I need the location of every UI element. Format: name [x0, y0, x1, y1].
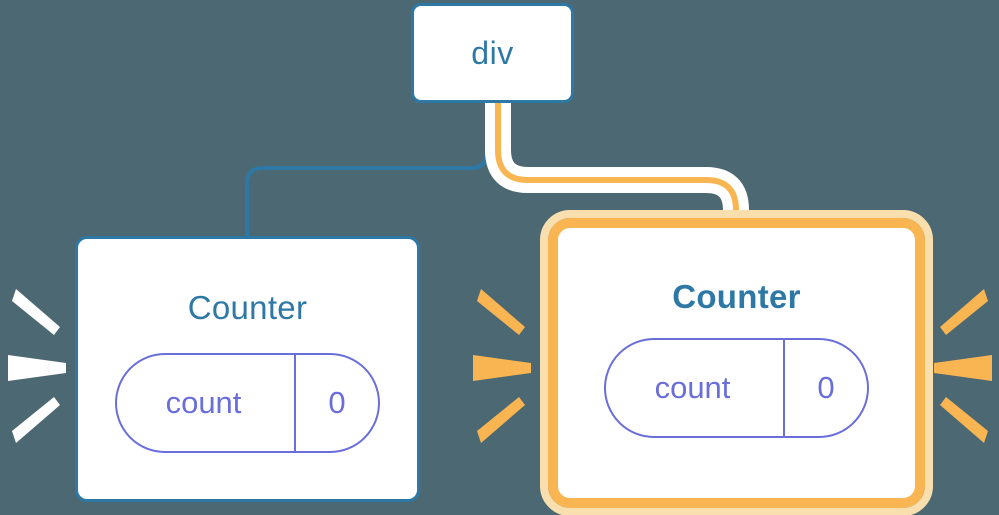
node-div-label: div	[471, 34, 514, 71]
state-key: count	[165, 385, 242, 420]
state-value: 0	[783, 340, 867, 436]
state-value: 0	[294, 355, 378, 451]
edge-div-to-counter-left	[245, 103, 489, 238]
node-counter-left-label: Counter	[187, 289, 308, 326]
state-key: count	[654, 370, 731, 405]
edge-div-to-counter-right-halo	[485, 103, 749, 222]
state-pill-counter-left: count 0	[115, 353, 380, 453]
node-counter-right[interactable]: Counter count 0	[540, 210, 933, 515]
edge-div-to-counter-right	[495, 103, 739, 222]
node-counter-left[interactable]: Counter count 0	[75, 236, 420, 502]
node-counter-right-label: Counter	[672, 278, 801, 315]
state-pill-counter-right: count 0	[604, 338, 869, 438]
node-div[interactable]: div	[411, 3, 574, 103]
